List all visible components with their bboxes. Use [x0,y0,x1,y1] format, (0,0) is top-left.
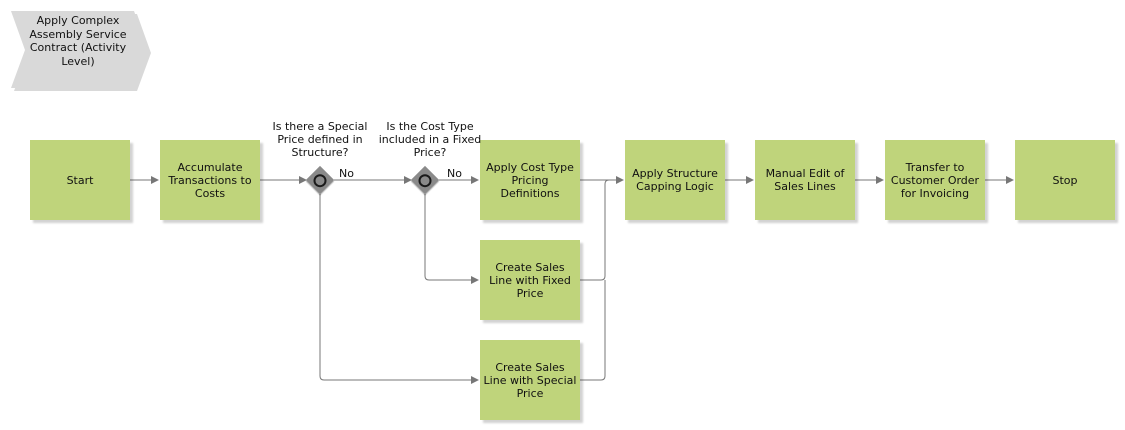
special-price-line-label: Create Sales Line with Special Price [483,360,577,400]
activity-fixed-price-line[interactable]: Create Sales Line with Fixed Price [480,240,580,320]
gateway-special-price-question: Is there a Special Price defined in Stru… [272,120,368,159]
start-label: Start [66,173,94,187]
edge-fixed-to-capping [580,179,610,281]
edge-special-to-capping [580,280,606,381]
gateway-special-price-marker [310,171,330,190]
activity-manual-edit[interactable]: Manual Edit of Sales Lines [755,140,855,220]
capping-label: Apply Structure Capping Logic [632,167,718,193]
activity-special-price-line[interactable]: Create Sales Line with Special Price [480,340,580,420]
process-chevron-shape [11,11,151,91]
gateway-special-price-no-label: No [339,167,354,180]
gateway-fixed-price-question: Is the Cost Type included in a Fixed Pri… [378,120,482,159]
activity-capping-logic[interactable]: Apply Structure Capping Logic [625,140,725,220]
activity-transfer[interactable]: Transfer to Customer Order for Invoicing [885,140,985,220]
stop-label: Stop [1052,173,1078,187]
gateway-fixed-price-marker [415,171,435,190]
gateway-fixed-price-no-label: No [447,167,462,180]
activity-accumulate-transactions[interactable]: Accumulate Transactions to Costs [160,140,260,220]
accumulate-label: Accumulate Transactions to Costs [168,160,252,200]
transfer-label: Transfer to Customer Order for Invoicing [890,160,980,200]
cost-type-pricing-label: Apply Cost Type Pricing Definitions [486,160,574,200]
process-title: Apply Complex Assembly Service Contract … [29,14,127,68]
edge-gateway1-yes-to-special [319,194,479,384]
stop-event[interactable]: Stop [1015,140,1115,220]
fixed-price-line-label: Create Sales Line with Fixed Price [489,260,571,300]
manual-edit-label: Manual Edit of Sales Lines [765,167,845,193]
edge-gateway2-yes-to-fixed [424,194,479,284]
activity-cost-type-pricing[interactable]: Apply Cost Type Pricing Definitions [480,140,580,220]
start-event[interactable]: Start [30,140,130,220]
